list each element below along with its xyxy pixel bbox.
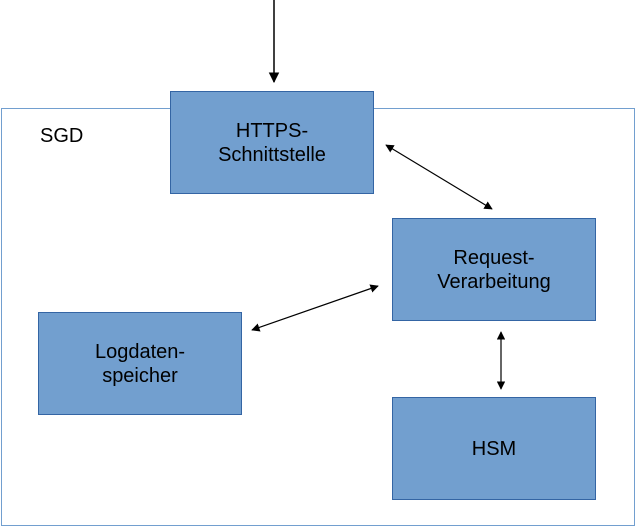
hsm-node: HSM: [392, 397, 596, 500]
request-node-label-line2: Verarbeitung: [437, 270, 551, 293]
request-node-label-line1: Request-: [453, 246, 535, 269]
https-node-label-line1: HTTPS-: [235, 119, 309, 142]
sgd-container-label: SGD: [40, 125, 84, 147]
log-node-label-line2: speicher: [102, 364, 178, 387]
log-storage-node: Logdaten- speicher: [38, 312, 242, 415]
request-processing-node: Request- Verarbeitung: [392, 218, 596, 321]
https-interface-node: HTTPS- Schnittstelle: [170, 91, 374, 194]
log-node-label-line1: Logdaten-: [94, 340, 186, 363]
https-node-label-line2: Schnittstelle: [218, 143, 326, 166]
hsm-node-label: HSM: [471, 437, 517, 460]
https-request-connector: [385, 144, 493, 210]
request-log-connector: [251, 284, 379, 332]
